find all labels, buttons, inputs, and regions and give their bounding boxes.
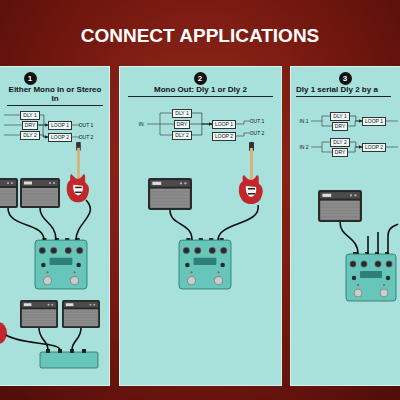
drawing-part (218, 205, 258, 240)
routing-box: DRY (174, 120, 190, 129)
circle-outline (24, 72, 37, 85)
circle-outline (339, 72, 352, 85)
step-number: 2 (194, 72, 207, 85)
signal-label: OUT 1 (79, 123, 94, 128)
app-panel: Dly 1 serial Dly 2 by a3DLY 1 DRY DLY 2 DRY… (290, 66, 400, 386)
splitter-box (40, 352, 98, 368)
drawing-part (340, 222, 358, 254)
drawing-part (388, 224, 398, 254)
box-label: DLY 1 (175, 111, 188, 116)
routing-box: DLY 1 (330, 112, 349, 121)
panel-heading: Either Mono In or Stereo In (7, 85, 103, 106)
connector (348, 119, 362, 126)
box-label: LOOP 1 (51, 123, 69, 128)
drawing-part (76, 200, 90, 240)
pedal (35, 238, 87, 289)
connector (350, 142, 362, 149)
guitar (239, 142, 263, 204)
drawing-part (82, 349, 86, 353)
connector-line (192, 113, 212, 124)
signal-label: IN (139, 122, 144, 127)
connector (350, 116, 362, 123)
routing-box: LOOP 2 (48, 133, 72, 142)
app-panel: Mono Out: Dly 1 or Dly 22DLY 1 DRY DLY 2 LO… (119, 66, 282, 386)
box-label: DRY (177, 122, 187, 127)
amp (318, 190, 362, 222)
connector-line (40, 115, 48, 125)
amp (62, 300, 100, 328)
box-label: DRY (335, 150, 345, 155)
routing-box: DLY 2 (330, 138, 349, 147)
panel-ground (119, 66, 282, 386)
box-label: LOOP 1 (215, 122, 233, 127)
routing-box: DRY (332, 148, 348, 157)
callout-number: 1 (24, 72, 37, 85)
panel-heading: Dly 1 serial Dly 2 by a (296, 85, 391, 97)
box-label: DLY 1 (23, 113, 36, 118)
box-label: DLY 1 (333, 114, 346, 119)
drawing-part (40, 208, 56, 240)
guitar (67, 142, 89, 202)
box-label: LOOP 2 (365, 145, 383, 150)
box-label: LOOP 1 (365, 119, 383, 124)
app-panel: Either Mono In or Stereo In1DLY 1 DRY DLY … (0, 66, 110, 386)
amp (0, 178, 18, 208)
callout-number: 2 (194, 72, 207, 85)
box-label: DRY (25, 123, 35, 128)
routing-box: LOOP 2 (212, 132, 236, 141)
box-label: DLY 2 (23, 133, 36, 138)
step-number: 3 (339, 72, 352, 85)
signal-label: OUT 2 (250, 131, 265, 136)
box-label: LOOP 2 (51, 135, 69, 140)
routing-box: LOOP 2 (362, 143, 386, 152)
amp (20, 178, 60, 208)
amp (148, 178, 192, 210)
routing-box: DRY (332, 122, 348, 131)
box-label: DLY 2 (175, 133, 188, 138)
panel-ground (0, 66, 110, 386)
routing-box: DRY (22, 121, 38, 130)
jacks (46, 349, 86, 353)
routing-box: DLY 2 (172, 131, 191, 140)
routing-box: DLY 1 (20, 111, 39, 120)
box-label: DLY 2 (333, 140, 346, 145)
routing-box: DLY 1 (172, 109, 191, 118)
guitar (0, 322, 7, 344)
panel-heading: Mono Out: Dly 1 or Dly 2 (128, 85, 273, 97)
drawing-part (6, 335, 60, 350)
routing-box: LOOP 1 (48, 121, 72, 130)
amp (20, 300, 58, 328)
callout-number: 3 (339, 72, 352, 85)
connector (40, 135, 48, 139)
connector-line (192, 124, 212, 135)
signal-label: OUT 1 (250, 119, 265, 124)
pedal (179, 238, 231, 289)
connector (348, 145, 362, 152)
cables (6, 200, 398, 350)
drawing-part (72, 328, 81, 350)
routing-box: DLY 2 (20, 131, 39, 140)
box-label: LOOP 2 (215, 134, 233, 139)
circle-outline (194, 72, 207, 85)
diagram-title: CONNECT APPLICATIONS (0, 25, 400, 47)
routing-box: LOOP 1 (362, 117, 386, 126)
signal-label: OUT 2 (79, 135, 94, 140)
step-number: 1 (24, 72, 37, 85)
drawing-part (377, 232, 379, 254)
panel-ground (290, 66, 400, 386)
signal-label: IN 2 (299, 145, 308, 150)
drawing-part (8, 208, 44, 240)
connector (192, 122, 212, 135)
drawing-part (367, 236, 369, 254)
signal-label: IN 1 (299, 119, 308, 124)
box-label: DRY (335, 124, 345, 129)
routing-box: LOOP 1 (212, 120, 236, 129)
drawing-part (39, 328, 48, 350)
pedal (346, 252, 396, 301)
drawing-part (170, 210, 192, 240)
